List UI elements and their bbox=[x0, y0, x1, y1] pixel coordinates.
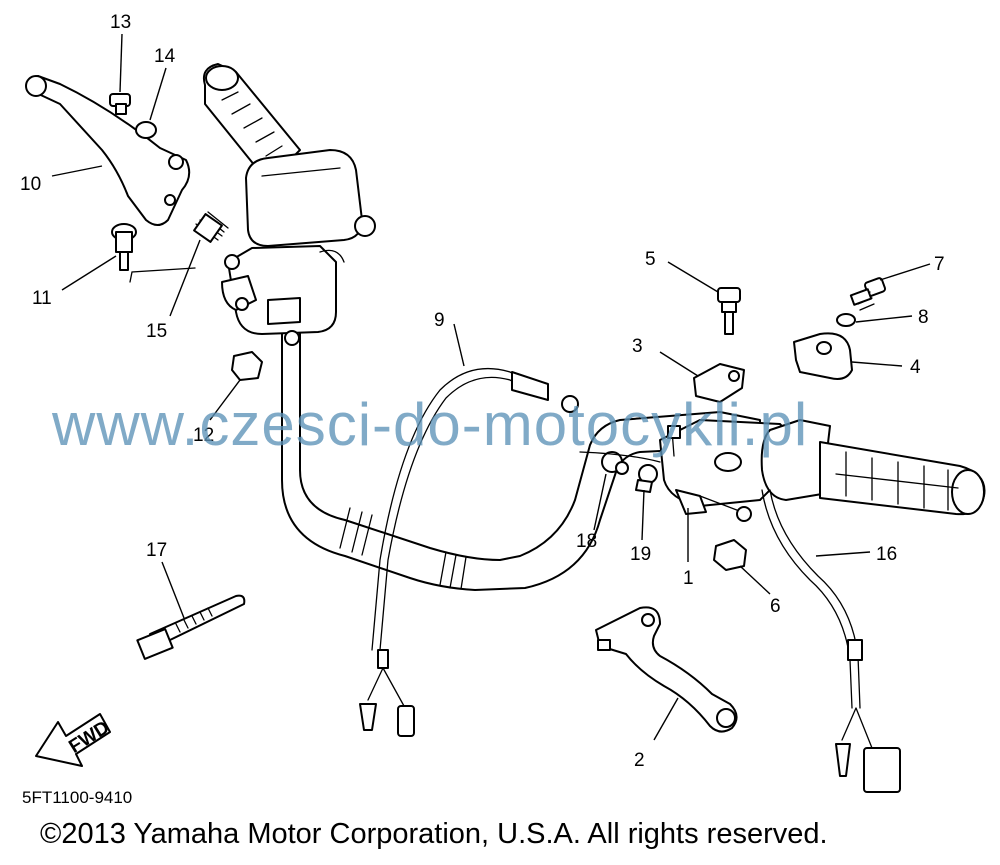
part-label-8: 8 bbox=[918, 307, 929, 328]
part-label-16: 16 bbox=[876, 544, 897, 565]
clamp-4 bbox=[793, 332, 853, 380]
nut-6 bbox=[713, 539, 747, 571]
bolt-5 bbox=[717, 287, 741, 335]
clutch-lever-10 bbox=[25, 75, 191, 226]
part-label-9: 9 bbox=[434, 310, 445, 331]
bolt-13 bbox=[109, 93, 131, 115]
copyright-notice: ©2013 Yamaha Motor Corporation, U.S.A. A… bbox=[40, 818, 828, 850]
spring-15 bbox=[193, 211, 229, 243]
cable-9 bbox=[359, 368, 579, 737]
part-label-4: 4 bbox=[910, 357, 921, 378]
fwd-arrow-icon: FWD bbox=[35, 713, 113, 767]
throttle-grip bbox=[760, 419, 986, 516]
part-label-5: 5 bbox=[645, 249, 656, 270]
bolt-11 bbox=[111, 223, 137, 271]
tie-strap-17 bbox=[136, 594, 246, 660]
part-label-13: 13 bbox=[110, 12, 131, 33]
screw-7 bbox=[849, 277, 887, 311]
left-lever-perch bbox=[221, 245, 345, 346]
clamp-19 bbox=[635, 464, 658, 493]
wire-harness-16 bbox=[761, 489, 901, 793]
left-grip bbox=[202, 63, 301, 183]
left-switch-housing bbox=[245, 149, 376, 247]
part-label-12: 12 bbox=[193, 425, 214, 446]
part-label-6: 6 bbox=[770, 596, 781, 617]
clamp-18 bbox=[601, 451, 629, 475]
part-label-18: 18 bbox=[576, 531, 597, 552]
nut-14 bbox=[135, 121, 157, 139]
brake-lever-2 bbox=[595, 606, 738, 733]
nut-12 bbox=[231, 351, 263, 381]
part-label-19: 19 bbox=[630, 544, 651, 565]
part-number-labels: 1 2 3 4 5 6 7 8 9 10 11 12 13 14 15 16 1… bbox=[20, 12, 945, 771]
watermark-text: www.czesci-do-motocykli.pl bbox=[52, 391, 809, 458]
part-label-1: 1 bbox=[683, 568, 694, 589]
bracket-3 bbox=[693, 363, 745, 403]
part-label-10: 10 bbox=[20, 174, 41, 195]
part-label-14: 14 bbox=[154, 46, 176, 67]
leader-lines bbox=[51, 33, 931, 741]
part-label-3: 3 bbox=[632, 336, 643, 357]
part-label-7: 7 bbox=[934, 254, 945, 275]
part-label-15: 15 bbox=[146, 321, 167, 342]
drawing-code: 5FT1100-9410 bbox=[22, 788, 133, 807]
part-label-2: 2 bbox=[634, 750, 645, 771]
part-label-17: 17 bbox=[146, 540, 167, 561]
part-label-11: 11 bbox=[32, 288, 52, 309]
washer-8 bbox=[836, 313, 856, 327]
